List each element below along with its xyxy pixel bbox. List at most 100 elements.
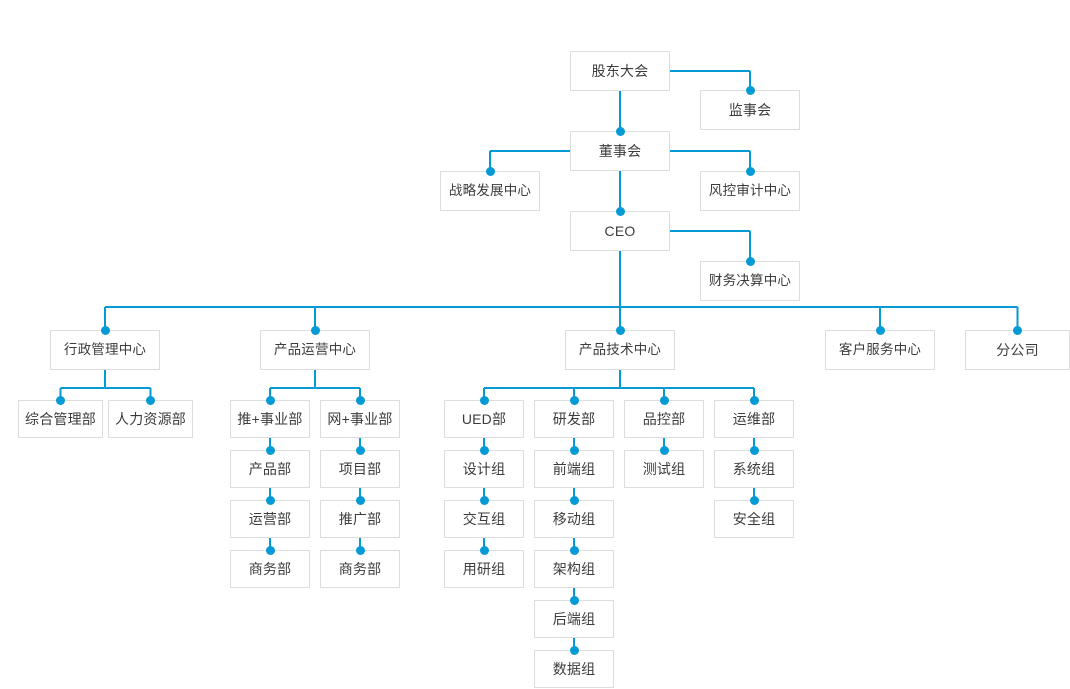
org-node[interactable]: CEO [570, 211, 670, 251]
org-node[interactable]: 商务部 [230, 550, 310, 588]
org-node[interactable]: 交互组 [444, 500, 524, 538]
org-node-label: 架构组 [552, 561, 596, 577]
org-node[interactable]: 战略发展中心 [440, 171, 540, 211]
org-node-label: 财务决算中心 [708, 273, 792, 289]
org-node[interactable]: 股东大会 [570, 51, 670, 91]
org-node[interactable]: 移动组 [534, 500, 614, 538]
org-node-label: 监事会 [728, 102, 772, 118]
org-node[interactable]: 董事会 [570, 131, 670, 171]
org-node-label: 运维部 [732, 411, 776, 427]
connector-dot-icon [355, 445, 365, 455]
org-node-label: 综合管理部 [25, 411, 96, 427]
org-node[interactable]: 系统组 [714, 450, 794, 488]
org-node-label: UED部 [461, 411, 507, 427]
org-node[interactable]: 综合管理部 [18, 400, 103, 438]
connector-dot-icon [355, 395, 365, 405]
connector-dot-icon [745, 256, 755, 266]
connector-dot-icon [875, 325, 885, 335]
connector-dot-icon [485, 166, 495, 176]
org-node[interactable]: 行政管理中心 [50, 330, 160, 370]
org-node[interactable]: 架构组 [534, 550, 614, 588]
org-node-label: 系统组 [732, 461, 776, 477]
org-node[interactable]: 产品运营中心 [260, 330, 370, 370]
org-node[interactable]: 运营部 [230, 500, 310, 538]
connector-dot-icon [479, 495, 489, 505]
org-node-label: 商务部 [338, 561, 382, 577]
connector-dot-icon [659, 395, 669, 405]
org-node[interactable]: 商务部 [320, 550, 400, 588]
connector-dot-icon [479, 445, 489, 455]
org-node[interactable]: 前端组 [534, 450, 614, 488]
connector-dot-icon [479, 395, 489, 405]
org-node-label: 用研组 [462, 561, 506, 577]
org-node-label: 后端组 [552, 611, 596, 627]
org-node-label: 移动组 [552, 511, 596, 527]
org-node[interactable]: 用研组 [444, 550, 524, 588]
org-node[interactable]: 数据组 [534, 650, 614, 688]
org-node[interactable]: 推+事业部 [230, 400, 310, 438]
org-node[interactable]: UED部 [444, 400, 524, 438]
org-node[interactable]: 设计组 [444, 450, 524, 488]
org-node-label: 董事会 [598, 143, 642, 159]
org-node-label: 产品运营中心 [273, 342, 357, 358]
org-node[interactable]: 研发部 [534, 400, 614, 438]
org-node-label: 设计组 [462, 461, 506, 477]
connector-dot-icon [100, 325, 110, 335]
org-node[interactable]: 网+事业部 [320, 400, 400, 438]
org-node-label: CEO [604, 223, 636, 239]
org-node[interactable]: 测试组 [624, 450, 704, 488]
connector-dot-icon [569, 395, 579, 405]
org-node-label: 前端组 [552, 461, 596, 477]
connector-dot-icon [265, 445, 275, 455]
org-node-label: 数据组 [552, 661, 596, 677]
connector-dot-icon [479, 545, 489, 555]
org-node[interactable]: 产品技术中心 [565, 330, 675, 370]
org-node[interactable]: 客户服务中心 [825, 330, 935, 370]
org-node-label: 品控部 [642, 411, 686, 427]
org-node[interactable]: 安全组 [714, 500, 794, 538]
org-node[interactable]: 监事会 [700, 90, 800, 130]
org-node-label: 推广部 [338, 511, 382, 527]
org-node-label: 交互组 [462, 511, 506, 527]
connector-dot-icon [659, 445, 669, 455]
connector-dot-icon [615, 206, 625, 216]
org-node-label: 分公司 [996, 342, 1039, 358]
connector-dot-icon [569, 495, 579, 505]
org-node-label: 项目部 [338, 461, 382, 477]
org-node[interactable]: 推广部 [320, 500, 400, 538]
connector-dot-icon [146, 395, 155, 405]
org-node-label: 研发部 [552, 411, 596, 427]
org-node-label: 推+事业部 [237, 411, 303, 427]
org-node[interactable]: 运维部 [714, 400, 794, 438]
org-node[interactable]: 产品部 [230, 450, 310, 488]
org-node-label: 商务部 [248, 561, 292, 577]
org-node-label: 股东大会 [591, 63, 649, 79]
connector-dot-icon [749, 495, 759, 505]
org-node[interactable]: 后端组 [534, 600, 614, 638]
org-node-label: 测试组 [642, 461, 686, 477]
connector-dot-icon [355, 545, 365, 555]
org-node-label: 运营部 [248, 511, 292, 527]
connector-dot-icon [265, 545, 275, 555]
org-node[interactable]: 项目部 [320, 450, 400, 488]
org-node-label: 人力资源部 [115, 411, 186, 427]
connector-dot-icon [265, 495, 275, 505]
connector-dot-icon [310, 325, 320, 335]
connector-dot-icon [569, 595, 579, 605]
connector-dot-icon [749, 395, 759, 405]
org-node-label: 客户服务中心 [838, 342, 922, 358]
connector-dot-icon [265, 395, 275, 405]
connector-dot-icon [745, 166, 755, 176]
org-node[interactable]: 人力资源部 [108, 400, 193, 438]
org-node-label: 风控审计中心 [708, 183, 792, 199]
org-node[interactable]: 品控部 [624, 400, 704, 438]
org-node-label: 产品技术中心 [578, 342, 662, 358]
org-node[interactable]: 风控审计中心 [700, 171, 800, 211]
connector-dot-icon [615, 325, 625, 335]
org-node-label: 网+事业部 [327, 411, 393, 427]
org-node[interactable]: 财务决算中心 [700, 261, 800, 301]
org-node[interactable]: 分公司 [965, 330, 1070, 370]
org-node-label: 行政管理中心 [63, 342, 147, 358]
connector-dot-icon [615, 126, 625, 136]
